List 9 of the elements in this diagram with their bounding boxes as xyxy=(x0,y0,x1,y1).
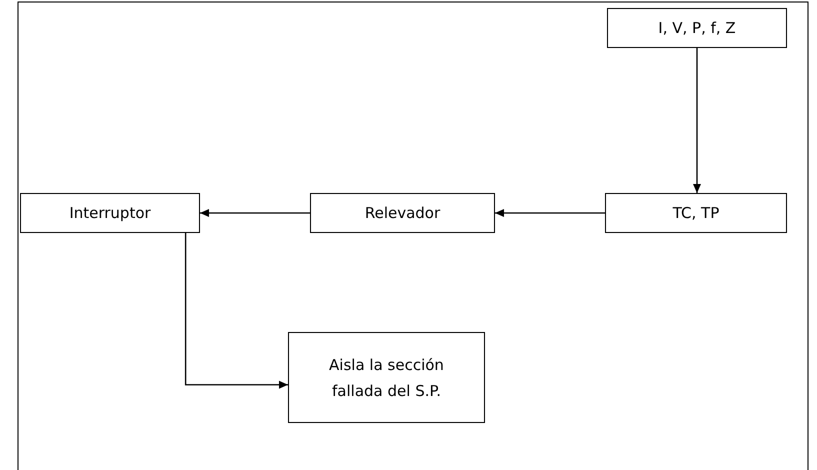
process-box: Aisla la sección fallada del S.P. xyxy=(288,332,485,423)
arrow xyxy=(495,209,605,217)
process-box: Relevador xyxy=(310,193,495,233)
arrow xyxy=(200,209,310,217)
arrow xyxy=(184,233,288,389)
arrow xyxy=(693,48,701,193)
process-box: Interruptor xyxy=(20,193,200,233)
process-box: I, V, P, f, Z xyxy=(607,8,787,48)
process-box: TC, TP xyxy=(605,193,787,233)
